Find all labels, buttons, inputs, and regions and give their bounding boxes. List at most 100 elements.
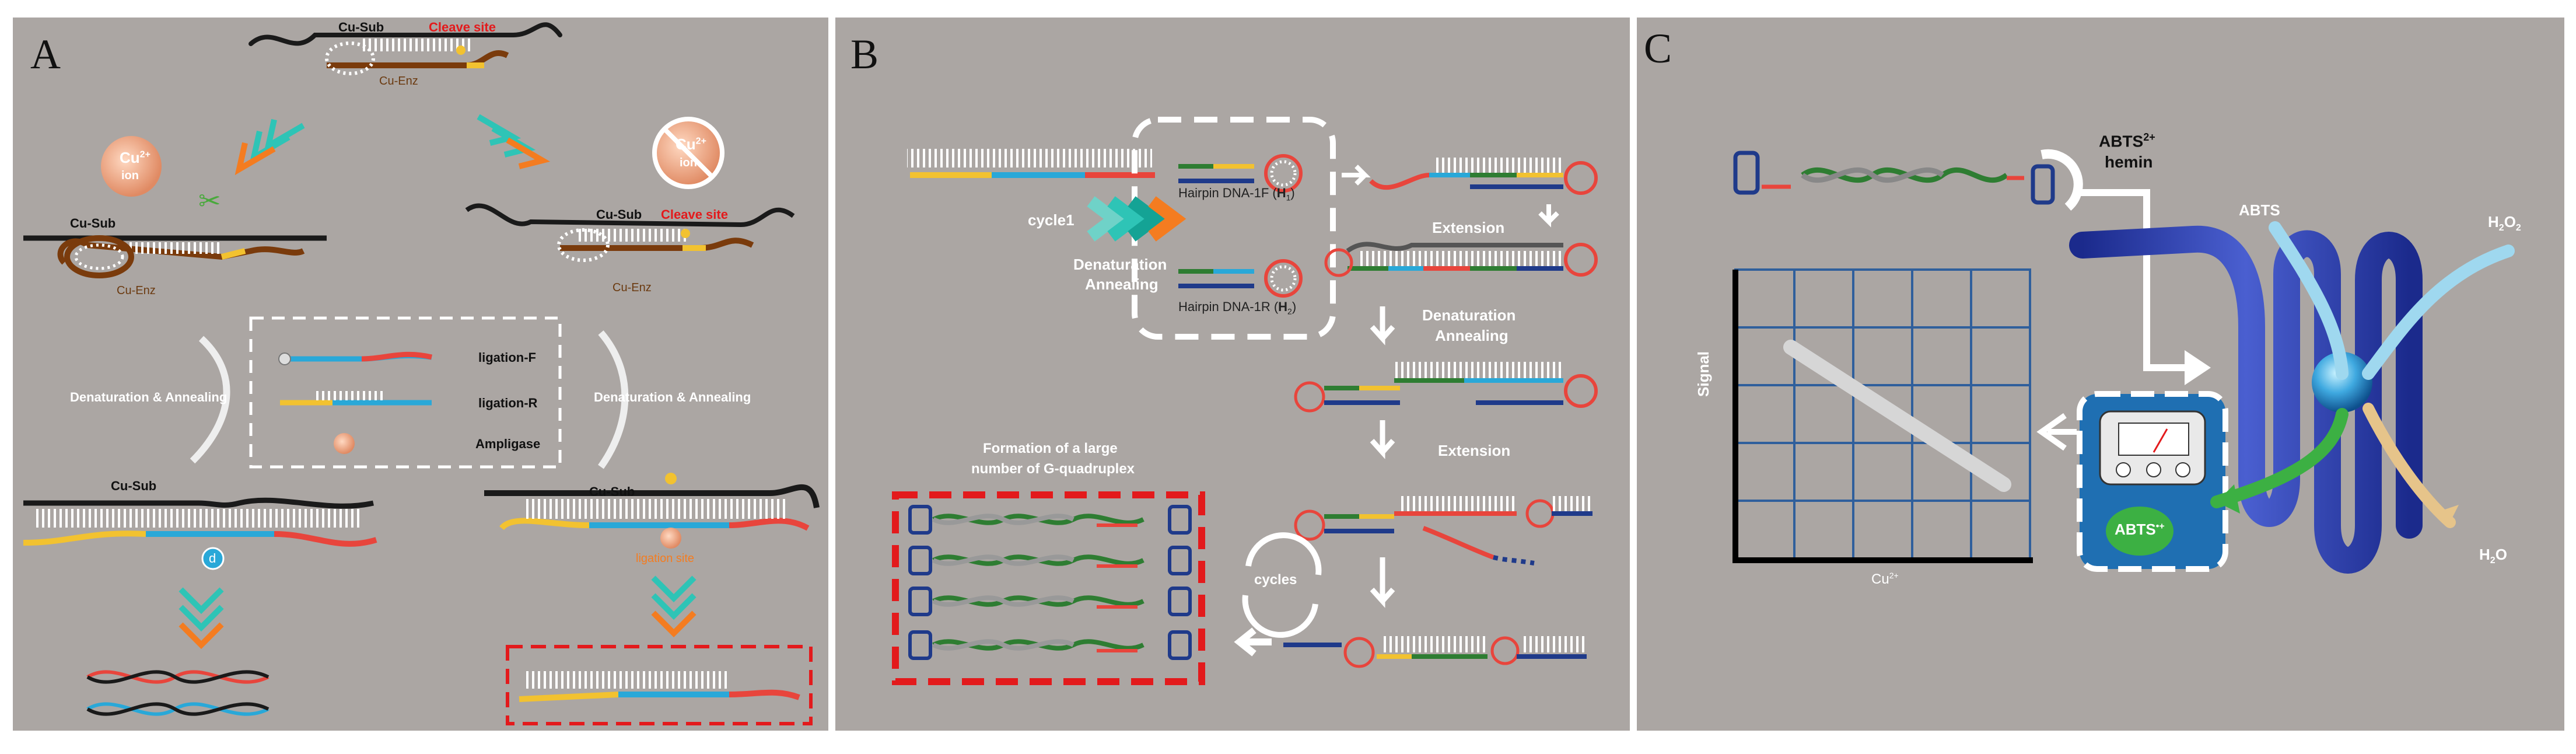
g-quadruplex-row-1	[908, 505, 1192, 535]
abts2-charge: 2+	[2143, 131, 2155, 143]
signal-axis-label: Signal	[1695, 351, 1712, 397]
no-cu-ion-symbol: Cu	[676, 135, 696, 153]
cu-axis-charge: 2+	[1889, 571, 1899, 580]
product-box	[506, 645, 813, 725]
arrow-down-3	[1370, 557, 1395, 608]
double-helix-products	[86, 670, 270, 716]
g-quadruplex-row-3	[908, 587, 1192, 616]
trend-line	[1783, 340, 2011, 492]
g-quadruplex-row-4	[908, 630, 1192, 660]
ligation-complex-left	[23, 497, 377, 570]
hairpin-1r-text: Hairpin DNA-1R (	[1178, 299, 1279, 314]
cycles-icon	[1242, 532, 1322, 638]
h2o-sub: 2	[2490, 556, 2496, 566]
cycle1-chevrons	[1087, 196, 1186, 242]
panel-b-letter: B	[850, 31, 879, 78]
annealed-step	[1294, 362, 1598, 413]
cu-enz-label-left: Cu-Enz	[117, 284, 156, 297]
abts-radical-charge: •+	[2155, 521, 2165, 532]
cu-sub-label-top: Cu-Sub	[338, 20, 384, 34]
ligation-site-label: ligation site	[636, 552, 695, 565]
abts2-label: ABTS2+	[2099, 131, 2155, 151]
curved-arrow-right	[598, 330, 629, 469]
g-quadruplex-row-2	[908, 546, 1192, 575]
ampligase-label: Ampligase	[475, 437, 541, 451]
cu-sub-label-left: Cu-Sub	[70, 216, 116, 231]
extension-label-1: Extension	[1432, 219, 1505, 236]
annealing-label-1: Annealing	[1085, 275, 1158, 293]
marker-d: d	[209, 551, 216, 566]
no-cu-ion-badge	[652, 117, 724, 189]
cu-sub-label-bottom-right: Cu-Sub	[589, 484, 635, 499]
den-ann-label-right: Denaturation & Annealing	[594, 390, 751, 404]
cu-axis-text: Cu	[1871, 571, 1889, 587]
template-strand-b	[907, 149, 1155, 178]
panel-c	[1637, 18, 2564, 731]
curved-arrow-left	[190, 336, 230, 464]
hairpin-h2-subscript: 2	[1287, 306, 1292, 316]
abts-radical-text: ABTS	[2115, 521, 2156, 538]
den-ann-label-left: Denaturation & Annealing	[70, 390, 228, 404]
h2o-label: H2O	[2479, 546, 2507, 566]
extension-label-2: Extension	[1438, 442, 1511, 459]
extension-step-1	[1342, 158, 1598, 228]
ligation-f-label: ligation-F	[478, 350, 536, 365]
panel-c-background	[1637, 18, 2564, 731]
ampligase-icon	[334, 433, 355, 454]
no-cu-ion-charge: 2+	[695, 136, 706, 146]
no-cu-ion-text: ion	[680, 156, 697, 169]
hairpin-1f-label: Hairpin DNA-1F (H1)	[1178, 186, 1295, 203]
detector-device	[2077, 391, 2228, 572]
h2o2-h: H	[2488, 213, 2499, 231]
hairpin-h1-symbol: H	[1276, 186, 1286, 200]
arrow-path-to-device	[2077, 189, 2193, 371]
chevron-arrow-down-right	[651, 575, 696, 638]
hairpin-1r-label: Hairpin DNA-1R (H2)	[1178, 299, 1297, 316]
cu-ion-symbol: Cu	[120, 149, 140, 166]
ligation-complex-right	[484, 473, 820, 549]
hairpin-h1-subscript: 1	[1286, 193, 1291, 203]
g-quadruplex-box	[892, 491, 1205, 685]
arrow-down-1	[1370, 306, 1395, 345]
uncleaved-complex-right	[465, 203, 795, 262]
arrow-down-2	[1370, 420, 1395, 459]
panel-a-top-complex	[249, 22, 562, 75]
panel-c-letter: C	[1644, 25, 1672, 72]
panel-a-letter: A	[30, 31, 61, 78]
no-cu-ion-label: Cu2+	[676, 135, 706, 153]
cleave-site-label-right: Cleave site	[661, 207, 728, 222]
g-quadruplex-tube	[2069, 221, 2515, 574]
hairpin-h2	[1178, 259, 1303, 298]
chevron-arrow-left-down	[235, 118, 305, 176]
h2o-o: O	[2495, 546, 2507, 563]
cleaved-complex-left: ✂	[23, 186, 327, 278]
cu-ion-badge	[101, 136, 162, 197]
denaturation-label-1: Denaturation	[1073, 256, 1167, 273]
final-step	[1283, 636, 1587, 668]
hemin-sphere	[2312, 352, 2372, 413]
hemin-duplex	[1733, 149, 2083, 211]
cu-ion-charge: 2+	[139, 149, 150, 160]
h2o2-label: H2O2	[2488, 213, 2521, 233]
annealing-label-2: Annealing	[1435, 327, 1508, 344]
svg-text:✂: ✂	[198, 186, 221, 216]
cu-sub-label-right: Cu-Sub	[596, 207, 642, 222]
arrow-to-chart	[2036, 413, 2077, 451]
ligation-r-label: ligation-R	[478, 396, 538, 410]
chevron-arrow-right-down	[477, 114, 551, 169]
panel-b	[835, 18, 1630, 731]
panel-a: ✂	[13, 18, 828, 731]
h2o2-o: O	[2504, 213, 2516, 231]
hairpin-h2-symbol: H	[1278, 299, 1288, 314]
arrow-head-device	[2185, 350, 2211, 385]
arrow-left-to-gquad	[1234, 627, 1272, 657]
cycles-label: cycles	[1254, 572, 1297, 588]
cycle1-label: cycle1	[1028, 211, 1074, 229]
cu-enz-label-top: Cu-Enz	[379, 75, 418, 88]
ligated-product	[519, 671, 800, 702]
hairpin-1f-text: Hairpin DNA-1F (	[1178, 186, 1277, 200]
cleave-site-label-top: Cleave site	[429, 20, 496, 34]
extension-step-3	[1294, 496, 1592, 566]
ligation-box	[249, 316, 562, 469]
chevron-arrow-down-left	[178, 587, 224, 650]
